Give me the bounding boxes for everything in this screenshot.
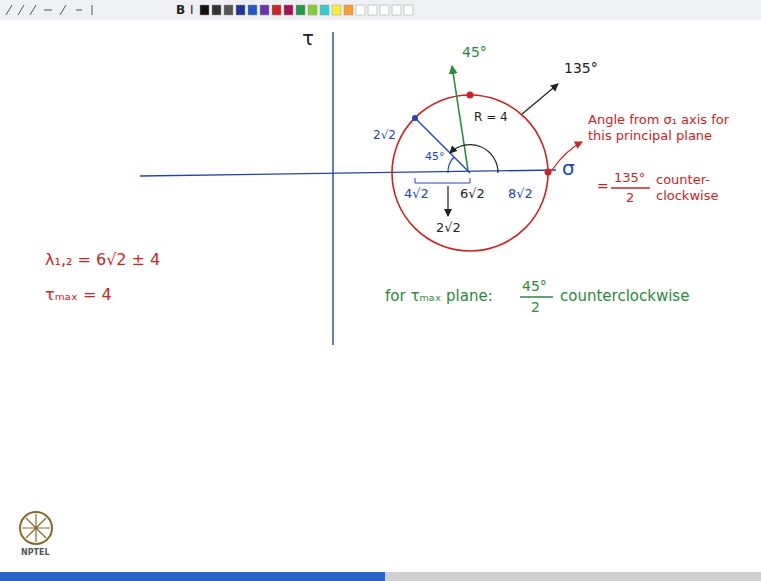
dimension-label: 4√2 <box>404 186 429 202</box>
dimension-label: 6√2 <box>460 186 485 202</box>
progress-bar <box>0 572 385 581</box>
angle-label: 45° <box>425 150 445 163</box>
toolbar-button: I <box>190 3 194 17</box>
dimension-label: 2√2 <box>373 128 396 142</box>
leader-arrow <box>522 84 558 114</box>
toolbar <box>0 0 761 20</box>
logo <box>20 512 52 544</box>
note-text: 135° <box>614 170 645 186</box>
equation: τₘₐₓ = 4 <box>45 285 112 304</box>
equation: λ₁,₂ = 6√2 ± 4 <box>45 250 160 269</box>
rotation-arc <box>450 145 498 173</box>
axis-label: σ <box>562 156 575 180</box>
toolbar-button: B <box>176 3 185 17</box>
angle-arc <box>448 157 454 173</box>
fraction-bar <box>520 296 553 297</box>
progress-bar <box>0 572 761 581</box>
color-swatches <box>200 5 413 15</box>
fraction-bar <box>611 187 650 188</box>
note-text: Angle from σ₁ axis for this principal pl… <box>588 112 753 143</box>
note-text: counterclockwise <box>560 287 689 305</box>
leader-arrow <box>447 186 448 216</box>
principal-point <box>545 169 552 176</box>
logo <box>22 514 50 542</box>
note-text: = <box>597 178 609 195</box>
note-text: 45° <box>522 278 547 295</box>
dimension-label: 8√2 <box>508 186 533 202</box>
toolbar-icons <box>6 5 92 15</box>
normal-arrow <box>452 66 468 170</box>
tau-axis <box>332 32 333 345</box>
note-text: counter-clockwise <box>656 172 751 203</box>
logo-text: NPTEL <box>21 548 50 558</box>
dimension-bracket <box>415 178 470 183</box>
dimension-label: 2√2 <box>436 220 461 236</box>
note-text: for τₘₐₓ plane: <box>385 287 493 305</box>
angle-label: 45° <box>462 44 487 61</box>
note-text: 2 <box>531 299 540 316</box>
note-text: 2 <box>626 190 634 206</box>
angle-label: 135° <box>564 60 598 77</box>
max-shear-point <box>467 92 474 99</box>
mohr-circle <box>392 95 548 251</box>
radius-label: R = 4 <box>474 110 508 124</box>
axis-label: τ <box>302 26 314 50</box>
sigma-axis <box>140 170 556 176</box>
